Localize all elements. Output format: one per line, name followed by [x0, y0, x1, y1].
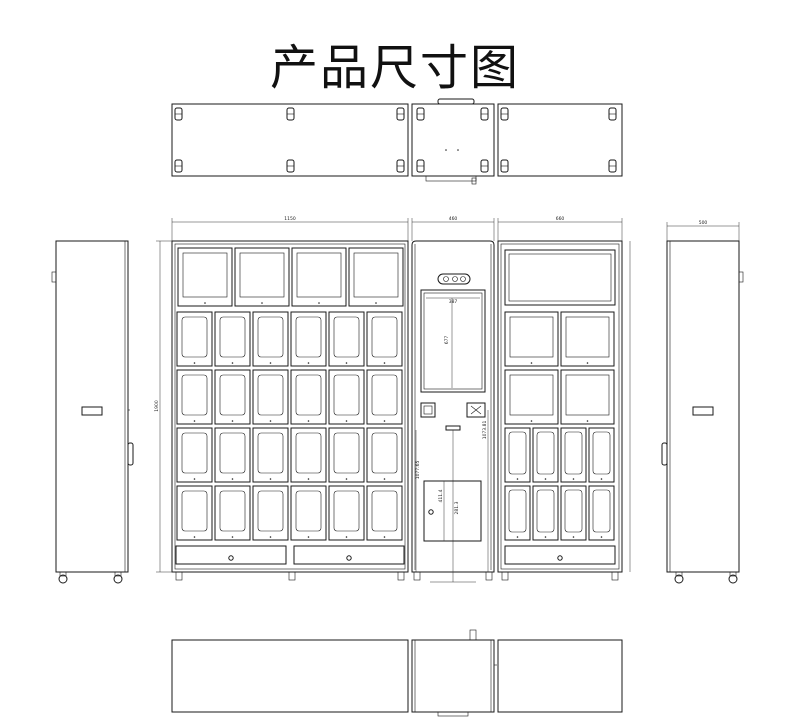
- dim-height: 1900: [154, 400, 160, 412]
- locker-door-medium: [560, 311, 615, 367]
- locker-door-medium: [504, 311, 559, 367]
- locker-door: [214, 485, 251, 541]
- dim-left-width: 1150: [284, 216, 296, 222]
- locker-door: [252, 311, 289, 367]
- locker-door: [366, 369, 403, 425]
- locker-door-small: [560, 427, 587, 483]
- front-right-cabinet: 660: [497, 216, 631, 581]
- caster-mark: [286, 107, 295, 121]
- locker-door: [214, 427, 251, 483]
- dim-screen-height: 677: [444, 336, 450, 345]
- caster-mark: [174, 159, 183, 173]
- front-center-module: 387 677 1077.65 1073.81 411.4 281.3 460: [411, 216, 495, 583]
- locker-door: [290, 427, 327, 483]
- caster-mark: [396, 159, 405, 173]
- locker-door: [366, 485, 403, 541]
- locker-door: [176, 427, 213, 483]
- dim-lower-height-2: 281.3: [454, 501, 460, 514]
- locker-door: [176, 485, 213, 541]
- caster-mark: [286, 159, 295, 173]
- locker-door: [252, 427, 289, 483]
- dim-lower-height-1: 411.4: [438, 489, 444, 502]
- locker-door: [290, 311, 327, 367]
- locker-door-medium: [504, 369, 559, 425]
- locker-door-large: [177, 247, 233, 307]
- dim-center-height: 1073.81: [482, 421, 488, 440]
- caster-mark: [174, 107, 183, 121]
- locker-door: [252, 369, 289, 425]
- left-side-view: [51, 240, 134, 584]
- caster-mark: [500, 107, 509, 121]
- caster-mark: [416, 159, 425, 173]
- locker-door: [328, 369, 365, 425]
- locker-door: [252, 485, 289, 541]
- locker-door: [366, 427, 403, 483]
- front-left-cabinet: 1150 1900: [154, 216, 409, 581]
- caster-mark: [480, 159, 489, 173]
- locker-door-small: [532, 485, 559, 541]
- locker-door: [176, 369, 213, 425]
- caster-mark: [480, 107, 489, 121]
- locker-door: [328, 485, 365, 541]
- bottom-view: [171, 629, 623, 717]
- locker-door-small: [588, 485, 615, 541]
- caster-mark: [416, 107, 425, 121]
- top-view: [171, 98, 623, 185]
- caster-mark: [500, 159, 509, 173]
- locker-door-medium: [560, 369, 615, 425]
- locker-door-large: [348, 247, 404, 307]
- dim-center-width: 460: [449, 216, 458, 222]
- caster-mark: [608, 107, 617, 121]
- locker-door-small: [588, 427, 615, 483]
- dim-side-depth: 500: [699, 220, 708, 226]
- locker-door: [328, 311, 365, 367]
- right-side-view: 500: [661, 220, 744, 584]
- locker-door-small: [532, 427, 559, 483]
- dim-screen-width: 387: [449, 299, 458, 305]
- caster-mark: [608, 159, 617, 173]
- locker-door: [328, 427, 365, 483]
- dim-pickup-height: 1077.65: [415, 461, 421, 480]
- locker-door-large: [234, 247, 290, 307]
- dim-right-width: 660: [556, 216, 565, 222]
- locker-door-small: [560, 485, 587, 541]
- locker-door: [214, 369, 251, 425]
- locker-door: [214, 311, 251, 367]
- page-title: 产品尺寸图: [269, 40, 520, 96]
- locker-door: [366, 311, 403, 367]
- locker-door-small: [504, 427, 531, 483]
- caster-mark: [396, 107, 405, 121]
- locker-door: [176, 311, 213, 367]
- locker-door: [290, 369, 327, 425]
- locker-door-large: [291, 247, 347, 307]
- locker-door-small: [504, 485, 531, 541]
- locker-door: [290, 485, 327, 541]
